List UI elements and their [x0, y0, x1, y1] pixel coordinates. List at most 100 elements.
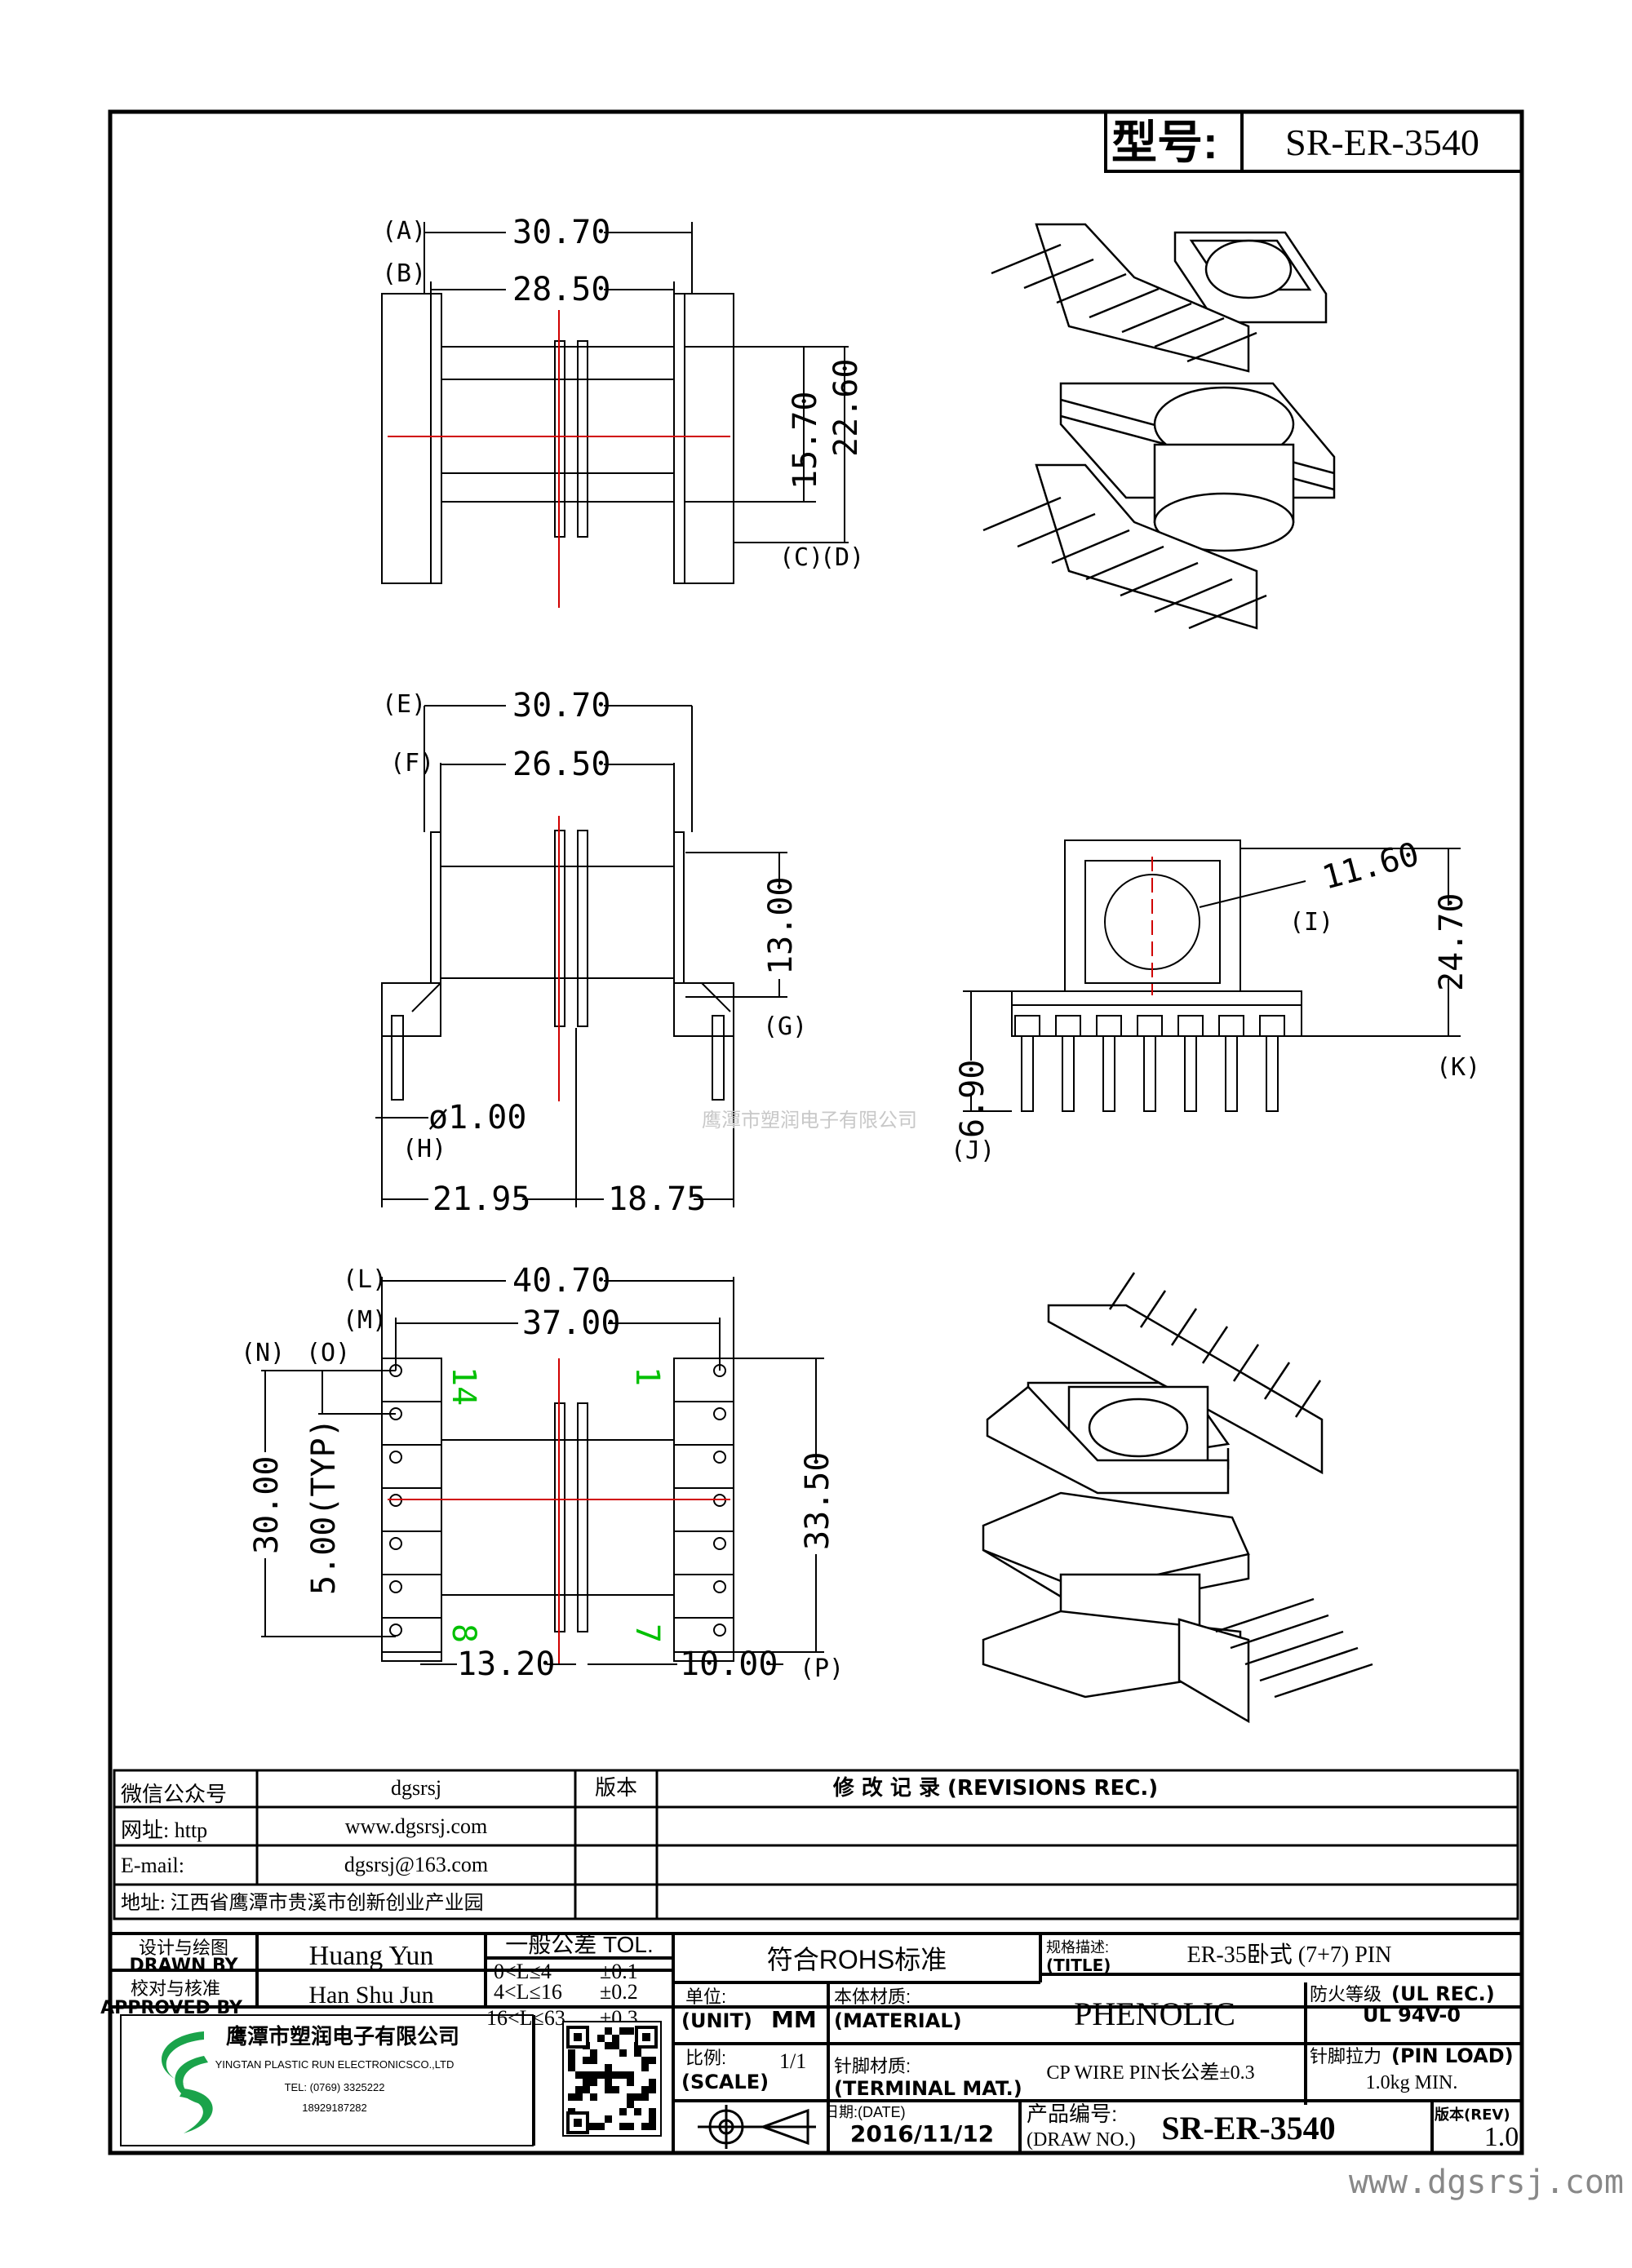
dim-e-value: 30.70: [512, 687, 610, 724]
pin-hole: [713, 1580, 726, 1593]
rev-value: 1.0: [1484, 2122, 1519, 2152]
material-value: PHENOLIC: [1074, 1996, 1235, 2032]
model-value: SR-ER-3540: [1285, 122, 1479, 163]
iso-pin: [1232, 1344, 1260, 1382]
title-value: ER-35卧式 (7+7) PIN: [1187, 1942, 1392, 1968]
dim-bottom-left: 13.20: [457, 1646, 555, 1683]
ul-value: UL 94V-0: [1363, 2004, 1461, 2027]
iso-pin: [1017, 512, 1096, 548]
pin-hole: [389, 1623, 402, 1637]
pin-cell: [381, 1358, 442, 1402]
pin-cell: [673, 1401, 734, 1446]
end-view-pin-boss: [1055, 1015, 1081, 1037]
iso-pin: [982, 496, 1062, 532]
iso-pin: [1089, 287, 1160, 319]
dim-n-label: (N): [241, 1339, 285, 1367]
title-label-cn: 规格描述:: [1046, 1939, 1109, 1956]
drawn-label-en: DRAWN BY: [129, 1956, 238, 1976]
rohs-text: 符合ROHS标准: [767, 1945, 947, 1974]
dim-b-value: 28.50: [512, 271, 610, 308]
dim-p-value: 33.50: [799, 1452, 836, 1550]
pin-hole: [389, 1580, 402, 1593]
ul-label-cn: 防火等级: [1310, 1984, 1381, 2004]
end-view-pin: [1062, 1035, 1075, 1112]
dim-n-value: 30.00: [248, 1456, 286, 1554]
isometric-top-view: [982, 223, 1336, 630]
dim-e-label: (E): [382, 690, 426, 719]
pin-cell: [381, 1444, 442, 1489]
dim-mid-left: 21.95: [432, 1181, 530, 1218]
watermark-text: 鹰潭市塑润电子有限公司: [702, 1110, 917, 1132]
dim-a-label: (A): [382, 217, 426, 246]
pin-7-label: 7: [628, 1623, 666, 1643]
dim-p-label: (P): [800, 1654, 844, 1683]
wechat-value: dgsrsj: [391, 1776, 441, 1800]
end-view-pin: [1143, 1035, 1156, 1112]
dim-mid-right: 18.75: [608, 1181, 706, 1218]
pin-load-value: 1.0kg MIN.: [1366, 2072, 1458, 2093]
dim-l-label: (L): [343, 1265, 387, 1294]
dim-f-value: 26.50: [512, 746, 610, 783]
view-top-front: [381, 222, 849, 608]
drawn-label-cn: 设计与绘图: [139, 1938, 228, 1958]
end-view-pin: [1225, 1035, 1238, 1112]
pin-load-label-cn: 针脚拉力: [1310, 2046, 1381, 2066]
iso-pin: [1294, 1380, 1322, 1418]
company-name-en: YINGTAN PLASTIC RUN ELECTRONICSCO.,LTD: [215, 2058, 455, 2071]
iso-pin: [1121, 302, 1192, 334]
drawn-value: Huang Yun: [309, 1941, 434, 1971]
pin-cell: [381, 1487, 442, 1532]
iso-pin: [1230, 1614, 1329, 1650]
view-bottom-pins: [261, 1277, 824, 1665]
view-mid-side: [375, 705, 787, 1207]
scale-label-cn: 比例:: [685, 2048, 726, 2068]
iso-pin: [1188, 594, 1267, 630]
title-block: [109, 1932, 1523, 2155]
scale-label-en: (SCALE): [681, 2071, 769, 2093]
end-view-pin-boss: [1014, 1015, 1040, 1037]
dim-bottom-right: 10.00: [680, 1646, 778, 1683]
pin-cell: [673, 1487, 734, 1532]
model-label: 型号:: [1111, 117, 1218, 168]
material-label-cn: 本体材质:: [834, 1987, 911, 2007]
website-value: www.dgsrsj.com: [345, 1814, 488, 1838]
draw-no-label-cn: 产品编号:: [1027, 2102, 1117, 2126]
pin-cell: [673, 1530, 734, 1575]
isometric-bottom-view: [982, 1272, 1373, 1724]
title-label-en: (TITLE): [1046, 1956, 1111, 1975]
qr-code-icon: [562, 2021, 662, 2137]
iso-pin: [1154, 317, 1225, 348]
iso-pin: [1259, 1646, 1359, 1682]
dim-i-label: (I): [1289, 908, 1333, 937]
iso-pin: [1051, 529, 1130, 565]
iso-pin: [1274, 1663, 1373, 1699]
footer-url: www.dgsrsj.com: [1349, 2164, 1624, 2201]
iso-pin: [1215, 1597, 1315, 1633]
approved-value: Han Shu Jun: [308, 1982, 433, 2009]
view-end: [963, 839, 1461, 1112]
dim-b-label: (B): [382, 259, 426, 288]
end-view-pin-boss: [1137, 1015, 1163, 1037]
pin-cell: [381, 1574, 442, 1619]
end-view-pin: [1266, 1035, 1279, 1112]
pin-cell: [381, 1617, 442, 1662]
pin-hole: [389, 1451, 402, 1464]
pin-8-label: 8: [445, 1623, 482, 1643]
pin-14-label: 14: [445, 1367, 482, 1406]
rev-label: 版本(REV): [1435, 2106, 1510, 2124]
unit-label-en: (UNIT): [681, 2009, 752, 2032]
dim-g-label: (G): [763, 1012, 807, 1041]
version-header: 版本: [595, 1776, 637, 1800]
iso-pin: [1139, 1290, 1167, 1328]
iso-pin: [1056, 272, 1127, 304]
iso-pin: [1085, 545, 1164, 581]
end-view-pin-boss: [1259, 1015, 1285, 1037]
dim-j-label: (J): [951, 1136, 995, 1165]
terminal-label-en: (TERMINAL MAT.): [834, 2077, 1022, 2100]
dim-o-value: 5.00(TYP): [305, 1418, 343, 1595]
iso-pin: [1263, 1362, 1291, 1400]
ul-label-en: (UL REC.): [1391, 1982, 1495, 2005]
dim-c-label: (C): [779, 543, 823, 572]
company-name-cn: 鹰潭市塑润电子有限公司: [226, 2024, 459, 2049]
